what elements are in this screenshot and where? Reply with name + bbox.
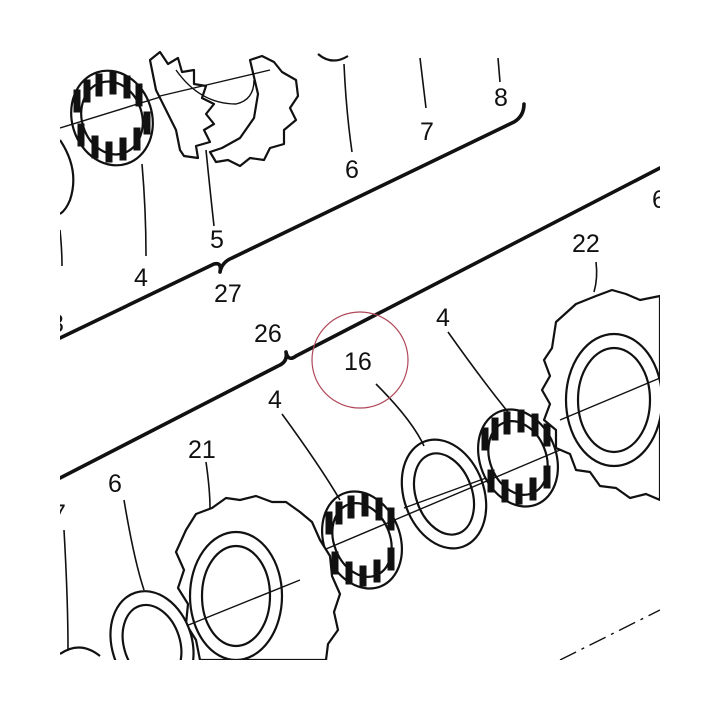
label-part-16: 16 — [344, 348, 372, 376]
washer-edge-bottom-left — [60, 646, 101, 657]
label-part-22: 22 — [572, 230, 600, 258]
bracket-26 — [60, 166, 660, 480]
washer-lower — [109, 590, 195, 660]
gear-upper — [148, 50, 300, 168]
label-part-27: 27 — [214, 280, 242, 308]
label-part-21: 21 — [188, 436, 216, 464]
needle-bearing-right — [476, 408, 560, 508]
label-part-8: 8 — [494, 84, 508, 112]
label-part-26: 26 — [254, 320, 282, 348]
needle-bearing-mid — [299, 449, 561, 590]
bracket-27 — [60, 102, 526, 340]
label-part-7-edge: 7 — [52, 500, 66, 528]
label-part-6-low: 6 — [108, 470, 122, 498]
label-part-3-edge: 3 — [50, 310, 64, 338]
thrust-washer-16 — [400, 438, 488, 550]
label-part-5: 5 — [210, 226, 224, 254]
axis-line — [559, 609, 660, 660]
label-part-4-mid: 4 — [268, 386, 282, 414]
needle-bearing-upper — [60, 69, 171, 167]
highlight-circle — [311, 311, 409, 409]
leader-lines — [60, 57, 598, 651]
gear-22 — [540, 288, 660, 502]
gear-21 — [174, 494, 342, 660]
label-part-4-top: 4 — [134, 264, 148, 292]
washer-upper — [317, 53, 349, 62]
label-part-4-right: 4 — [436, 304, 450, 332]
label-part-6-top: 6 — [345, 156, 359, 184]
ring-left-edge — [60, 139, 75, 215]
label-part-6-edge: 6 — [652, 186, 666, 214]
label-part-7-top: 7 — [420, 118, 434, 146]
